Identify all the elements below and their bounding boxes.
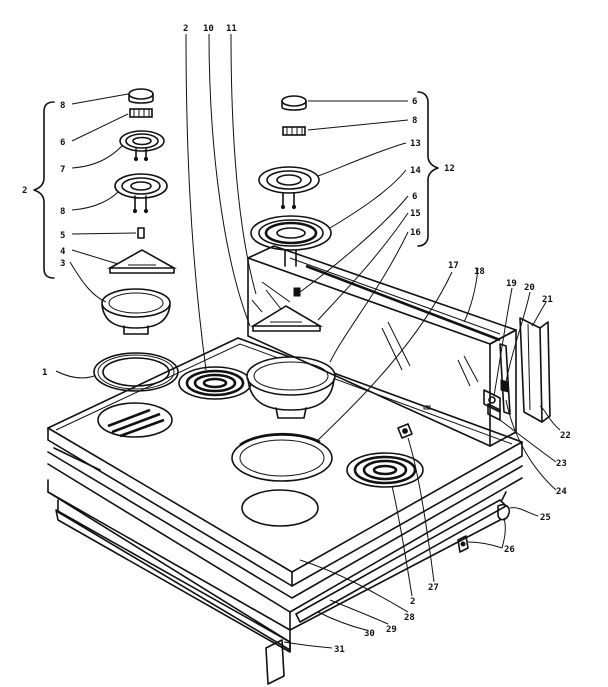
callout-2-top: 2	[183, 24, 188, 34]
callout-25: 25	[540, 513, 551, 523]
callout-17: 17	[448, 261, 459, 271]
callout-6-right-lower: 6	[412, 192, 417, 202]
receptacle-right	[293, 287, 301, 297]
callout-13: 13	[410, 139, 421, 149]
callout-labels: 8 6 7 2 8 5 4 3 1 2 10 11 6 8 13 12 14 6…	[22, 24, 571, 655]
callout-7: 7	[60, 165, 65, 175]
trim-ring-left	[93, 352, 179, 392]
side-bracket	[499, 343, 511, 415]
callout-8-left-lower: 8	[60, 207, 65, 217]
callout-29: 29	[386, 625, 397, 635]
backguard-panel	[247, 245, 517, 447]
surface-unit-front-right	[346, 452, 424, 488]
burner-opening-rear-right	[231, 432, 333, 482]
callout-22: 22	[560, 431, 571, 441]
element-large-left	[114, 173, 168, 214]
callout-11: 11	[226, 24, 237, 34]
support-bracket-left	[106, 249, 178, 274]
callout-26: 26	[504, 545, 515, 555]
callout-31: 31	[334, 645, 345, 655]
callout-10: 10	[203, 24, 214, 34]
element-small-right	[258, 166, 320, 210]
callout-19: 19	[506, 279, 517, 289]
cooktop-main-top	[47, 337, 523, 587]
front-trim-strip	[55, 509, 291, 653]
drip-pan-left	[101, 288, 171, 335]
callout-8-left: 8	[60, 101, 65, 111]
callout-15: 15	[410, 209, 421, 219]
callout-6-right: 6	[412, 97, 417, 107]
callout-30: 30	[364, 629, 375, 639]
callout-20: 20	[524, 283, 535, 293]
end-cap-right	[519, 317, 551, 423]
knob-cap-left	[128, 88, 154, 104]
burner-opening-front-left	[97, 402, 173, 438]
callout-27: 27	[428, 583, 439, 593]
callout-21: 21	[542, 295, 553, 305]
knob-cap-right	[281, 95, 307, 111]
callout-23: 23	[556, 459, 567, 469]
callout-12: 12	[444, 164, 455, 174]
bottom-trim-bar	[265, 639, 285, 685]
receptacle-left	[137, 227, 145, 239]
callout-2-brace: 2	[22, 186, 27, 196]
element-small-left	[119, 130, 165, 162]
callout-3: 3	[60, 259, 65, 269]
clip-right	[497, 491, 511, 521]
screw-clip	[457, 535, 469, 553]
callout-4: 4	[60, 247, 66, 257]
callout-2-bottom: 2	[410, 597, 415, 607]
terminal-block-right	[282, 126, 306, 136]
lower-body-panel	[47, 451, 523, 651]
callout-8-right: 8	[412, 116, 417, 126]
control-knob-socket	[397, 423, 413, 439]
support-bracket-right	[250, 305, 323, 332]
callout-5-left: 5	[60, 231, 65, 241]
callout-24: 24	[556, 487, 567, 497]
drip-pan-large-center	[246, 356, 336, 419]
callout-6-left: 6	[60, 138, 65, 148]
callout-18: 18	[474, 267, 485, 277]
callout-14: 14	[410, 166, 421, 176]
right-stack-brace	[417, 91, 439, 247]
surface-unit-rear-left	[178, 366, 252, 400]
callout-28: 28	[404, 613, 415, 623]
callout-16: 16	[410, 228, 421, 238]
callout-1: 1	[42, 368, 47, 378]
burner-opening-front-right	[241, 489, 319, 527]
leader-lines	[55, 33, 561, 649]
element-large-right	[250, 215, 332, 267]
terminal-block-left	[129, 108, 153, 118]
side-trim-strip	[295, 499, 507, 623]
left-stack-brace	[33, 101, 55, 279]
